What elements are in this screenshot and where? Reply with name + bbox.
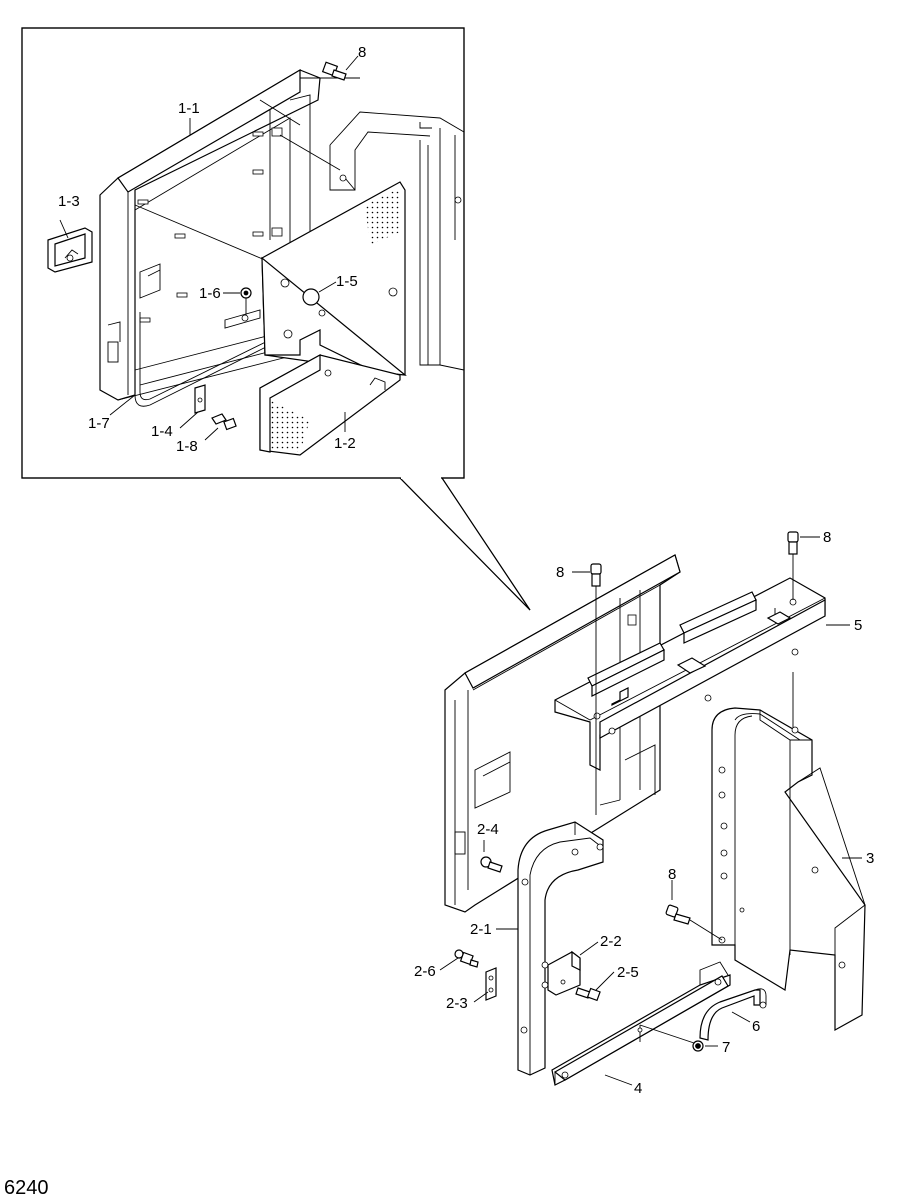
part-1-5-knob (302, 281, 337, 306)
part-5-top-bracket (554, 577, 826, 771)
callout-1-7: 1-7 (88, 415, 110, 432)
main-assembly (439, 531, 866, 1086)
part-8-bolt-right (787, 531, 799, 728)
part-2-6-bolt (454, 949, 479, 968)
callout-3: 3 (866, 850, 874, 867)
part-8-bolt-left (590, 563, 602, 815)
callout-1-5: 1-5 (336, 273, 358, 290)
callout-8-inset: 8 (358, 44, 366, 61)
callout-8-middle: 8 (668, 866, 676, 883)
callout-1-6: 1-6 (199, 285, 221, 302)
callout-labels: 1-1 1-3 1-6 1-5 1-7 1-4 1-8 1-2 8 8 8 5 … (4, 44, 874, 1199)
part-1-1-frame (99, 68, 321, 407)
part-1-4-bracket (179, 384, 206, 429)
frame-studs (137, 127, 283, 323)
part-1-6-nut (223, 287, 252, 315)
part-2-1-left-support (517, 821, 604, 1076)
callout-1-2: 1-2 (334, 435, 356, 452)
part-6-u-rod (699, 988, 767, 1041)
detail-inset (21, 27, 531, 611)
callout-8-right: 8 (823, 529, 831, 546)
callout-2-5: 2-5 (617, 964, 639, 981)
inset-pointer (399, 477, 531, 611)
part-8-inset-bolt (321, 55, 359, 81)
callout-4: 4 (634, 1080, 642, 1097)
part-4-lower-bar (551, 961, 731, 1086)
callout-8-left: 8 (556, 564, 564, 581)
part-2-4-bolt (480, 856, 503, 873)
callout-2-2: 2-2 (600, 933, 622, 950)
part-1-2-cover-upper (261, 181, 407, 376)
part-7-nut (692, 1040, 704, 1052)
part-1-2-cover-lower (259, 353, 401, 456)
part-1-3-block (47, 219, 93, 273)
callout-6: 6 (752, 1018, 760, 1035)
callout-2-6: 2-6 (414, 963, 436, 980)
callout-1-4: 1-4 (151, 423, 173, 440)
part-2-2-bracket (547, 950, 581, 996)
part-1-8-bolt (204, 413, 237, 441)
callout-1-1: 1-1 (178, 100, 200, 117)
part-2-3-bracket (485, 967, 497, 1001)
part-3-right-support (711, 707, 866, 1032)
callout-1-3: 1-3 (58, 193, 80, 210)
callout-1-8: 1-8 (176, 438, 198, 455)
part-8-bolt-middle (665, 904, 723, 941)
callout-2-1: 2-1 (470, 921, 492, 938)
inset-background-frame (329, 111, 465, 371)
callout-2-4: 2-4 (477, 821, 499, 838)
callout-5: 5 (854, 617, 862, 634)
callout-7: 7 (722, 1039, 730, 1056)
part-2-5-bolt (575, 987, 601, 1002)
page-number: 6240 (4, 1177, 49, 1199)
callout-2-3: 2-3 (446, 995, 468, 1012)
